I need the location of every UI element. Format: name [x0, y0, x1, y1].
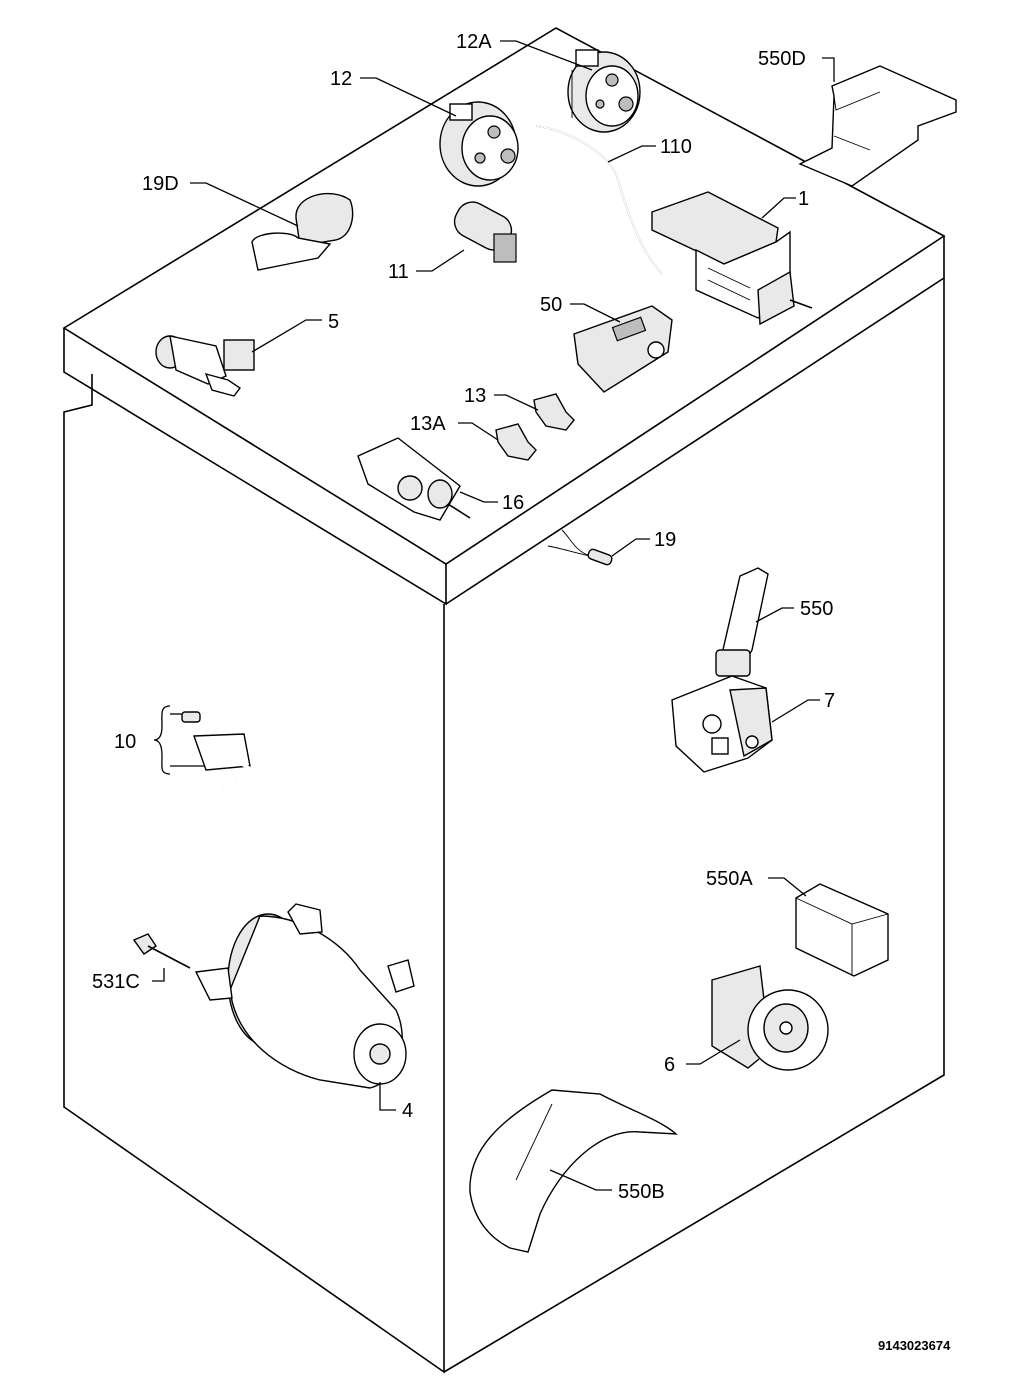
cover-550d: [798, 65, 957, 187]
callout-50: 50: [540, 294, 562, 316]
sensor-19: [547, 529, 613, 566]
callout-13a: 13A: [410, 413, 446, 435]
hose-110: [535, 125, 663, 275]
callout-550: 550: [800, 598, 833, 620]
callout-10: 10: [114, 731, 136, 753]
connector-13a: [495, 423, 537, 461]
leader-lines: [152, 40, 835, 1191]
callout-531c: 531C: [92, 971, 140, 993]
callout-1: 1: [798, 188, 809, 210]
callout-11: 11: [388, 261, 409, 283]
control-module-1: [651, 191, 813, 326]
callout-19d: 19D: [142, 173, 179, 195]
callout-labels: 12A 550D 12 110 19D 1 11 50 5 13 13A 16 …: [92, 31, 835, 1203]
heater-10: [181, 711, 359, 835]
grommet-19d: [251, 192, 354, 271]
cabinet-outline: [62, 27, 946, 1374]
callout-13: 13: [464, 385, 486, 407]
door-lock-50: [573, 305, 673, 393]
pressure-switch-12: [439, 101, 519, 187]
lever-550: [715, 567, 769, 677]
callout-6: 6: [664, 1054, 675, 1076]
hose-110-inner: [535, 125, 663, 275]
connector-13: [533, 393, 575, 431]
callout-12: 12: [330, 68, 352, 90]
callout-550b: 550B: [618, 1181, 665, 1203]
callout-16: 16: [502, 492, 524, 514]
callout-110: 110: [660, 136, 692, 158]
document-number: 9143023674: [878, 1338, 951, 1353]
cover-550a: [795, 883, 889, 977]
pump-4: [194, 903, 415, 1089]
callout-4: 4: [402, 1100, 413, 1122]
callout-550a: 550A: [706, 868, 753, 890]
lock-assembly-7: [671, 675, 773, 773]
callout-7: 7: [824, 690, 835, 712]
drain-pump-6: [711, 965, 829, 1071]
callout-550d: 550D: [758, 48, 806, 70]
capacitor-11: [453, 201, 517, 263]
programme-switch-16: [357, 437, 471, 521]
guide-550b: [469, 1089, 678, 1253]
callout-19: 19: [654, 529, 676, 551]
screw-531c: [132, 933, 191, 969]
valve-5: [155, 335, 255, 397]
pressure-switch-12a: [567, 49, 641, 133]
callout-5: 5: [328, 311, 339, 333]
callout-12a: 12A: [456, 31, 492, 53]
